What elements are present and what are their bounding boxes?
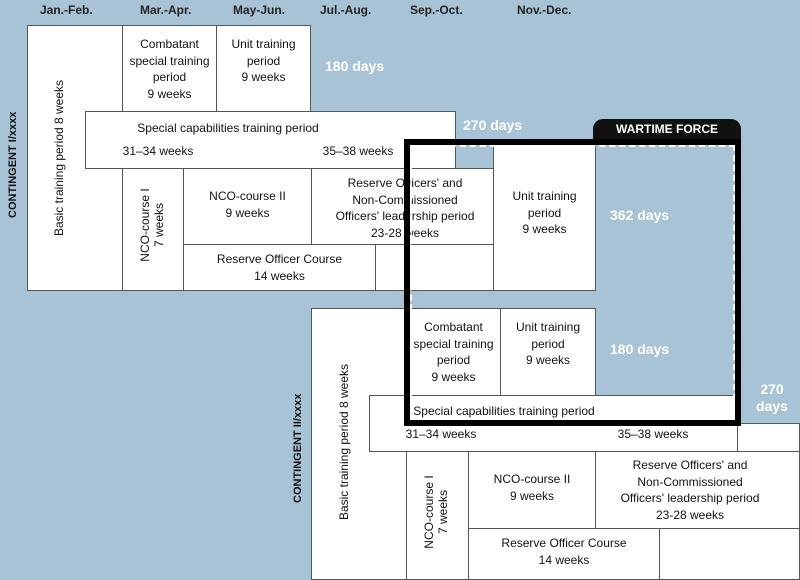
c2-combatant-line-3: period <box>436 353 471 367</box>
c1-180-days-label: 180 days <box>325 58 385 74</box>
c2-combatant-line-2: special training <box>413 336 494 351</box>
c2-basic-training-text: Basic training period 8 weeks <box>337 363 351 521</box>
c1-combatant-line-3: period <box>152 70 187 84</box>
c2-nco-course-1-line-2: 7 weeks <box>436 489 450 535</box>
contingent-2-label: CONTINGENT II/xxxx <box>292 393 304 503</box>
c1-nco-course-1-line-1: NCO-course I <box>138 188 152 262</box>
c2-combatant-text: Combatant special training period 9 week… <box>406 319 501 385</box>
c2-270-days-label: 270 days <box>755 381 789 415</box>
c1-unit-training-2-line-3: 9 weeks <box>522 222 567 236</box>
c2-unit-training-line-1: Unit training <box>515 320 581 334</box>
c2-nco-course-1-text: NCO-course I 7 weeks <box>422 457 450 567</box>
c2-weeks-35-38: 35–38 weeks <box>617 427 689 441</box>
c1-weeks-31-34: 31–34 weeks <box>122 144 194 158</box>
c2-leadership-continuation-box <box>659 528 800 580</box>
c2-leadership-line-4: 23-28 weeks <box>655 507 725 522</box>
c2-leadership-line-3: Officers' leadership period <box>620 491 760 505</box>
c1-unit-training-2-text: Unit training period 9 weeks <box>493 188 596 238</box>
c1-nco-course-1-line-2: 7 weeks <box>152 202 166 248</box>
c1-unit-training-line-1: Unit training <box>231 37 296 51</box>
c2-leadership-line-2: Non-Commissioned <box>637 474 743 489</box>
contingent-1-label: CONTINGENT I/xxxx <box>7 111 19 218</box>
c1-reserve-officer-course-text: Reserve Officer Course 14 weeks <box>183 251 376 284</box>
c2-reserve-officers-leadership-text: Reserve Officers' and Non-Commissioned O… <box>595 457 785 523</box>
c2-180-days-label: 180 days <box>610 341 670 357</box>
c1-basic-training-text: Basic training period 8 weeks <box>52 79 66 237</box>
c2-reserve-officer-course-line-2: 14 weeks <box>538 552 590 567</box>
month-header-mar-apr: Mar.-Apr. <box>140 3 192 17</box>
c1-362-days-label: 362 days <box>610 207 670 223</box>
wartime-force-frame <box>404 139 741 426</box>
month-header-sep-oct: Sep.-Oct. <box>410 3 463 17</box>
c2-special-capabilities-text: Special capabilities training period <box>413 404 595 418</box>
c1-reserve-officer-course-box <box>183 244 376 291</box>
c1-unit-training-line-3: 9 weeks <box>241 70 286 84</box>
c1-special-capabilities-box <box>85 111 456 169</box>
c1-nco-course-2-box <box>183 168 312 245</box>
c1-nco-course-2-line-1: NCO-course II <box>209 189 286 203</box>
c1-nco-course-1-text: NCO-course I 7 weeks <box>138 170 166 280</box>
c1-reserve-officer-course-line-2: 14 weeks <box>254 268 305 283</box>
c1-combatant-box <box>122 25 217 112</box>
c2-weeks-31-34: 31–34 weeks <box>405 427 477 441</box>
c1-combatant-line-4: 9 weeks <box>147 86 192 101</box>
month-header-nov-dec: Nov.-Dec. <box>517 3 572 17</box>
c2-combatant-line-4: 9 weeks <box>431 369 476 384</box>
c1-nco-course-2-text: NCO-course II 9 weeks <box>183 188 312 221</box>
c2-unit-training-box <box>500 308 596 396</box>
c1-special-capabilities-text: Special capabilities training period <box>137 121 319 135</box>
c1-combatant-text: Combatant special training period 9 week… <box>122 36 217 102</box>
c1-unit-training-2-box <box>493 140 596 291</box>
c2-reserve-officer-course-text: Reserve Officer Course 14 weeks <box>468 535 660 568</box>
c1-unit-training-2-line-2: period <box>527 205 562 220</box>
c1-reserve-officer-course-line-1: Reserve Officer Course <box>216 252 343 266</box>
c1-270-days-label: 270 days <box>463 117 523 133</box>
c2-leadership-line-1: Reserve Officers' and <box>632 458 748 472</box>
c2-combatant-line-1: Combatant <box>424 320 483 334</box>
month-header-jan-feb: Jan.-Feb. <box>40 3 93 17</box>
c1-combatant-line-2: special training <box>129 53 210 68</box>
c2-unit-training-line-3: 9 weeks <box>525 353 571 367</box>
c2-270-days-line-1: 270 <box>760 381 784 397</box>
c2-reserve-officer-course-line-1: Reserve Officer Course <box>501 536 627 550</box>
c2-nco-course-1-line-1: NCO-course I <box>422 475 436 549</box>
c1-nco-course-1-box <box>122 168 184 291</box>
c2-unit-training-text: Unit training period 9 weeks <box>500 319 596 369</box>
c1-combatant-line-1: Combatant <box>140 37 199 51</box>
c1-weeks-35-38: 35–38 weeks <box>322 144 394 158</box>
c2-nco-course-2-box <box>468 451 596 529</box>
c2-nco-course-1-box <box>406 451 469 580</box>
month-header-may-jun: May-Jun. <box>233 3 286 17</box>
c1-unit-training-line-2: period <box>246 53 281 68</box>
c1-nco-course-2-line-2: 9 weeks <box>225 205 270 220</box>
c2-special-capabilities-extension-box <box>737 423 800 452</box>
c2-270-days-line-2: days <box>756 398 788 414</box>
c1-unit-training-text: Unit training period 9 weeks <box>216 36 311 86</box>
c2-unit-training-line-2: period <box>531 336 565 351</box>
c2-nco-course-2-text: NCO-course II 9 weeks <box>468 471 596 504</box>
c2-nco-course-2-line-1: NCO-course II <box>493 472 571 486</box>
c1-unit-training-2-line-1: Unit training <box>512 189 577 203</box>
wartime-force-label: WARTIME FORCE <box>593 119 741 139</box>
c2-reserve-officer-course-box <box>468 528 660 580</box>
month-header-jul-aug: Jul.-Aug. <box>320 3 372 17</box>
c1-reserve-officers-leadership-box <box>311 168 494 245</box>
c2-nco-course-2-line-2: 9 weeks <box>509 488 555 503</box>
